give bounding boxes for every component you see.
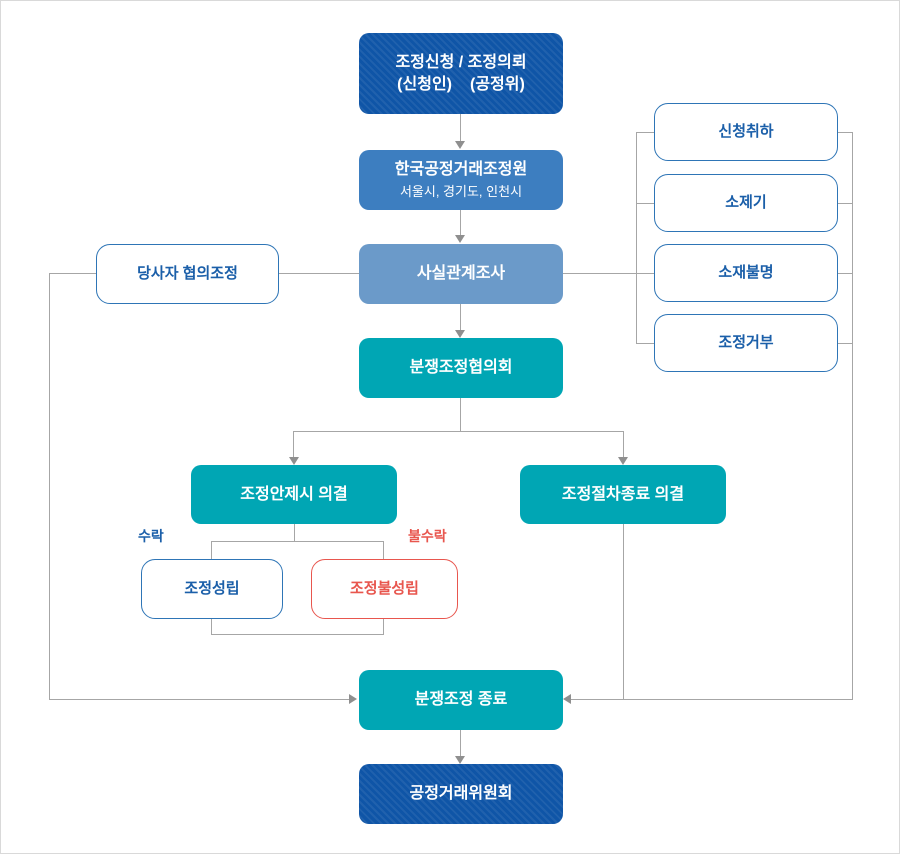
node-sublabel: 서울시, 경기도, 인천시 — [399, 184, 523, 200]
node-party-settlement: 당사자 협의조정 — [96, 244, 279, 304]
node-label: 조정안제시 의결 — [240, 485, 348, 503]
node-proposal-resolution: 조정안제시 의결 — [191, 465, 397, 524]
connector-line — [563, 273, 654, 274]
node-mediation-refusal: 조정거부 — [654, 314, 838, 372]
label-accept: 수락 — [138, 528, 164, 544]
node-fair-trade-commission: 공정거래위원회 — [359, 764, 563, 824]
connector-line — [623, 431, 624, 457]
node-mediation-settled: 조정성립 — [141, 559, 283, 619]
arrowhead-left-icon — [563, 694, 571, 704]
node-label: 조정절차종료 의결 — [561, 485, 685, 503]
node-label: 조정거부 — [718, 333, 774, 351]
node-label: 조정신청 / 조정의뢰 — [395, 53, 527, 71]
node-label: 신청취하 — [718, 122, 774, 140]
connector-line — [211, 619, 212, 634]
node-label: 공정거래위원회 — [409, 785, 513, 803]
connector-line — [636, 132, 654, 133]
arrowhead-down-icon — [455, 235, 465, 243]
connector-line — [838, 343, 852, 344]
connector-line — [49, 699, 349, 700]
connector-line — [211, 634, 384, 635]
arrowhead-down-icon — [455, 141, 465, 149]
connector-line — [294, 524, 295, 541]
connector-line — [838, 273, 852, 274]
node-sublabel-applicant: (신청인) — [397, 75, 452, 93]
node-kofair-agency: 한국공정거래조정원 서울시, 경기도, 인천시 — [359, 150, 563, 210]
node-label: 조정불성립 — [349, 579, 419, 597]
connector-line — [49, 273, 96, 274]
connector-line — [460, 210, 461, 235]
label-reject: 불수락 — [408, 528, 447, 544]
connector-line — [571, 699, 853, 700]
connector-line — [460, 304, 461, 330]
connector-line — [49, 273, 50, 699]
arrowhead-down-icon — [455, 756, 465, 764]
node-whereabouts-unknown: 소재불명 — [654, 244, 838, 302]
connector-line — [636, 343, 654, 344]
node-label: 소재불명 — [718, 263, 774, 281]
arrowhead-down-icon — [618, 457, 628, 465]
node-mediation-not-settled: 조정불성립 — [311, 559, 458, 619]
connector-line — [636, 203, 654, 204]
node-label: 사실관계조사 — [416, 265, 506, 283]
node-label: 분쟁조정 종료 — [414, 691, 508, 709]
node-withdrawal: 신청취하 — [654, 103, 838, 161]
arrowhead-down-icon — [455, 330, 465, 338]
connector-line — [383, 619, 384, 634]
connector-line — [211, 541, 384, 542]
node-mediation-application: 조정신청 / 조정의뢰 (신청인) (공정위) — [359, 33, 563, 114]
node-filing-suit: 소제기 — [654, 174, 838, 232]
connector-line — [623, 524, 624, 699]
node-fact-investigation: 사실관계조사 — [359, 244, 563, 304]
node-label: 당사자 협의조정 — [137, 264, 238, 282]
node-mediation-council: 분쟁조정협의회 — [359, 338, 563, 398]
connector-line — [838, 203, 852, 204]
arrowhead-down-icon — [289, 457, 299, 465]
node-termination-resolution: 조정절차종료 의결 — [520, 465, 726, 524]
connector-line — [852, 132, 853, 699]
connector-line — [211, 541, 212, 559]
connector-line — [460, 114, 461, 141]
connector-line — [838, 132, 852, 133]
connector-line — [636, 132, 637, 344]
node-mediation-end: 분쟁조정 종료 — [359, 670, 563, 730]
connector-line — [293, 431, 294, 457]
connector-line — [293, 431, 624, 432]
node-sublabel-ftc: (공정위) — [470, 75, 525, 93]
connector-line — [460, 398, 461, 431]
node-label: 소제기 — [725, 193, 767, 211]
arrowhead-right-icon — [349, 694, 357, 704]
node-label: 조정성립 — [184, 579, 240, 597]
node-label: 분쟁조정협의회 — [409, 359, 513, 377]
node-label: 한국공정거래조정원 — [394, 161, 528, 179]
connector-line — [460, 730, 461, 756]
connector-line — [279, 273, 359, 274]
connector-line — [383, 541, 384, 559]
